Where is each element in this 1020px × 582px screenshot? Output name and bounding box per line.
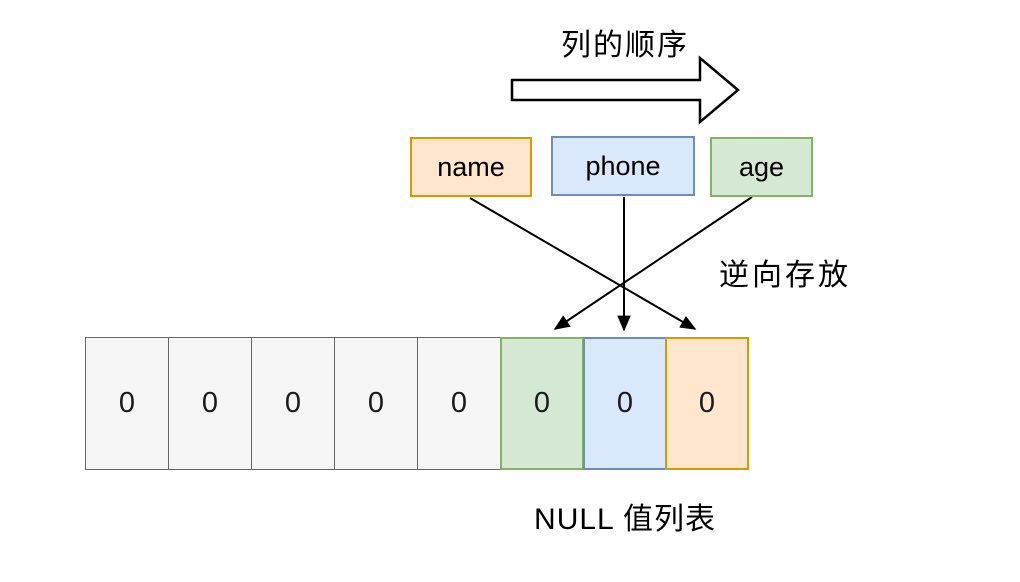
- null-cell-3: 0: [251, 337, 335, 470]
- column-order-title: 列的顺序: [561, 29, 689, 62]
- column-box-age: age: [710, 137, 813, 197]
- right-block-arrow-icon: [510, 55, 740, 125]
- column-box-age-label: age: [738, 151, 785, 182]
- column-box-phone-label: phone: [585, 150, 661, 181]
- null-cell-7-phone: 0: [583, 337, 667, 470]
- arrow-name-to-cell8: [469, 197, 697, 330]
- null-cell-5: 0: [417, 337, 501, 470]
- null-cell-8-name: 0: [665, 337, 749, 470]
- null-cell-4: 0: [334, 337, 418, 470]
- reverse-storage-note: 逆向存放: [719, 259, 851, 292]
- null-list-caption: NULL 值列表: [534, 503, 716, 536]
- null-cell-1: 0: [85, 337, 169, 470]
- column-box-phone: phone: [551, 136, 695, 196]
- column-box-name-label: name: [437, 151, 505, 182]
- null-cell-2: 0: [168, 337, 252, 470]
- column-box-name: name: [410, 137, 532, 197]
- null-cell-6-age: 0: [500, 337, 584, 470]
